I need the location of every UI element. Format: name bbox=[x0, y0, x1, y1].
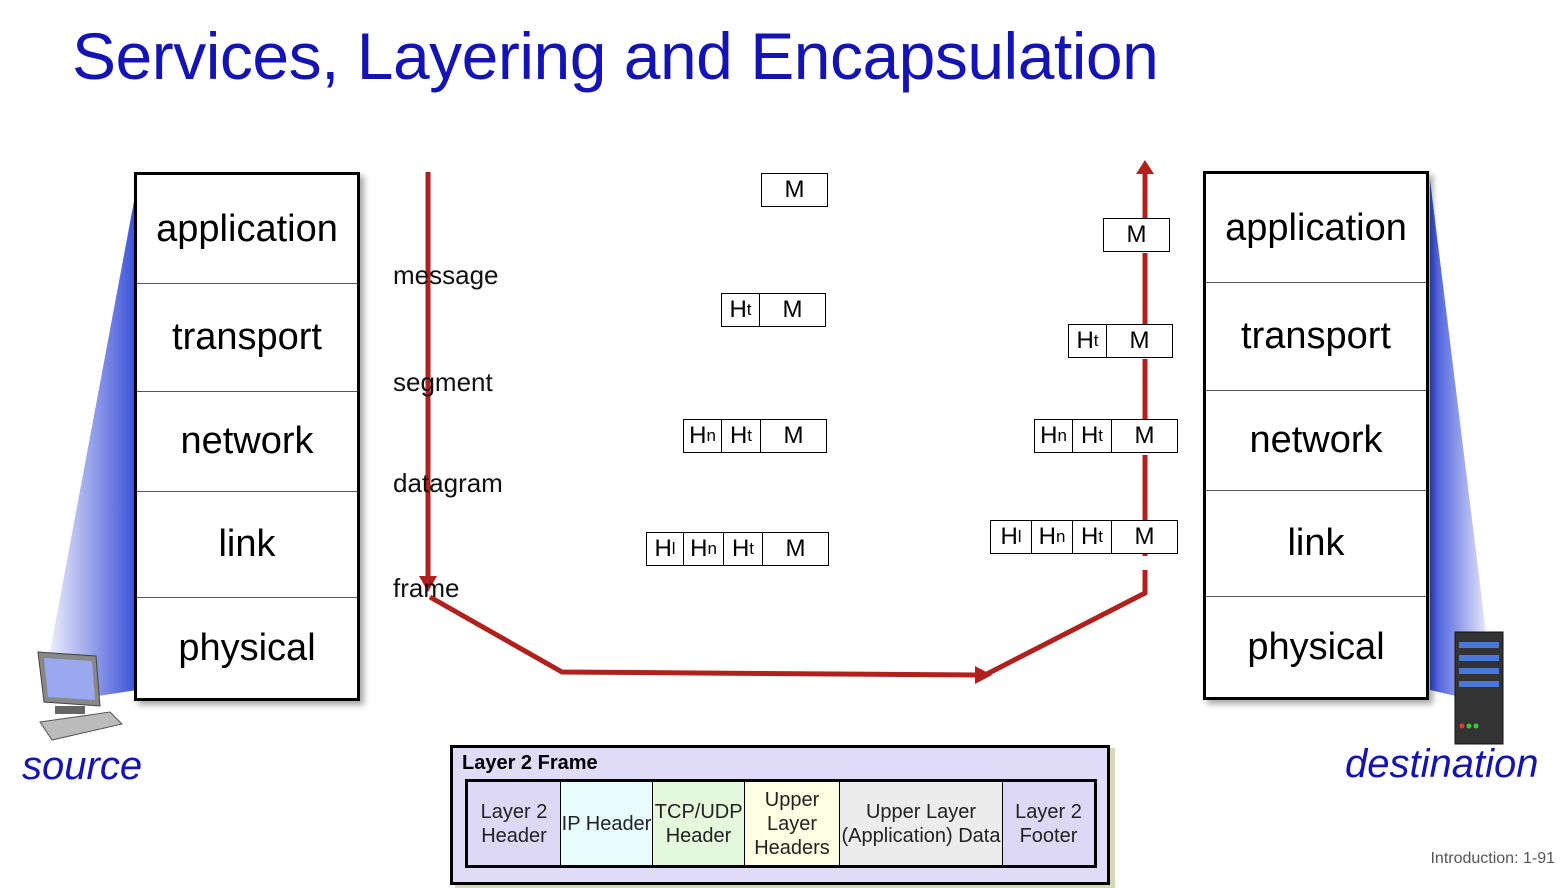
header-letter: H bbox=[1076, 327, 1094, 354]
message-field: M bbox=[1134, 422, 1155, 449]
dest-layer-link: link bbox=[1206, 491, 1426, 597]
header-letter: H bbox=[729, 296, 747, 323]
message-field: M bbox=[782, 296, 803, 323]
dest-layer-physical: physical bbox=[1247, 625, 1385, 668]
header-letter: H bbox=[1038, 523, 1056, 550]
source-layer-application: application bbox=[137, 175, 357, 284]
dest-layer-network: network bbox=[1206, 391, 1426, 491]
label-datagram: datagram bbox=[393, 468, 503, 498]
header-letter: H bbox=[654, 535, 672, 562]
server-icon bbox=[1454, 631, 1504, 745]
destination-label: destination bbox=[1345, 742, 1539, 786]
frame-field-tcpudp-header: TCP/UDP Header bbox=[653, 782, 745, 865]
header-letter: H bbox=[1080, 422, 1099, 449]
message-field: M bbox=[1129, 327, 1150, 354]
header-letter: H bbox=[731, 535, 750, 562]
source-message-packet: M bbox=[761, 173, 828, 207]
slide-title: Services, Layering and Encapsulation bbox=[72, 19, 1159, 93]
header-letter: H bbox=[729, 422, 748, 449]
source-layer-network: network bbox=[137, 392, 357, 492]
label-frame: frame bbox=[393, 573, 460, 603]
label-segment: segment bbox=[393, 367, 493, 397]
header-letter: H bbox=[690, 535, 708, 562]
source-protocol-stack: application transport network link physi… bbox=[134, 172, 360, 701]
message-field: M bbox=[1126, 221, 1147, 248]
source-layer-link: link bbox=[137, 492, 357, 598]
data-flow-arrow bbox=[425, 172, 1148, 678]
dest-message-packet: M bbox=[1103, 218, 1170, 252]
label-message: message bbox=[393, 260, 499, 290]
destination-wedge bbox=[1430, 180, 1495, 705]
header-letter: H bbox=[1080, 523, 1099, 550]
frame-field-app-data: Upper Layer (Application) Data bbox=[840, 782, 1003, 865]
frame-fields: Layer 2 Header IP Header TCP/UDP Header … bbox=[465, 779, 1097, 868]
header-letter: H bbox=[689, 422, 707, 449]
arrowhead-right bbox=[975, 666, 992, 684]
frame-title: Layer 2 Frame bbox=[462, 752, 598, 774]
source-layer-physical: physical bbox=[178, 626, 316, 669]
frame-field-ip-header: IP Header bbox=[561, 782, 653, 865]
dest-layer-application: application bbox=[1206, 174, 1426, 283]
frame-field-upper-headers: Upper Layer Headers bbox=[745, 782, 840, 865]
layer2-frame-diagram: Layer 2 Frame Layer 2 Header IP Header T… bbox=[450, 745, 1110, 885]
arrowhead-up bbox=[1136, 160, 1154, 174]
arrowhead-down bbox=[419, 576, 437, 592]
message-field: M bbox=[784, 176, 805, 203]
slide-number: Introduction: 1-91 bbox=[1430, 850, 1555, 867]
message-field: M bbox=[1134, 523, 1155, 550]
header-letter: H bbox=[1000, 523, 1018, 550]
source-layer-transport: transport bbox=[137, 284, 357, 392]
header-letter: H bbox=[1040, 422, 1058, 449]
message-field: M bbox=[785, 535, 806, 562]
source-label: source bbox=[22, 744, 143, 788]
frame-field-l2-header: Layer 2 Header bbox=[468, 782, 561, 865]
message-field: M bbox=[783, 422, 804, 449]
destination-protocol-stack: application transport network link physi… bbox=[1203, 171, 1429, 700]
computer-icon bbox=[37, 651, 123, 741]
source-wedge bbox=[40, 185, 137, 705]
dest-layer-transport: transport bbox=[1206, 283, 1426, 391]
frame-field-l2-footer: Layer 2 Footer bbox=[1003, 782, 1094, 865]
